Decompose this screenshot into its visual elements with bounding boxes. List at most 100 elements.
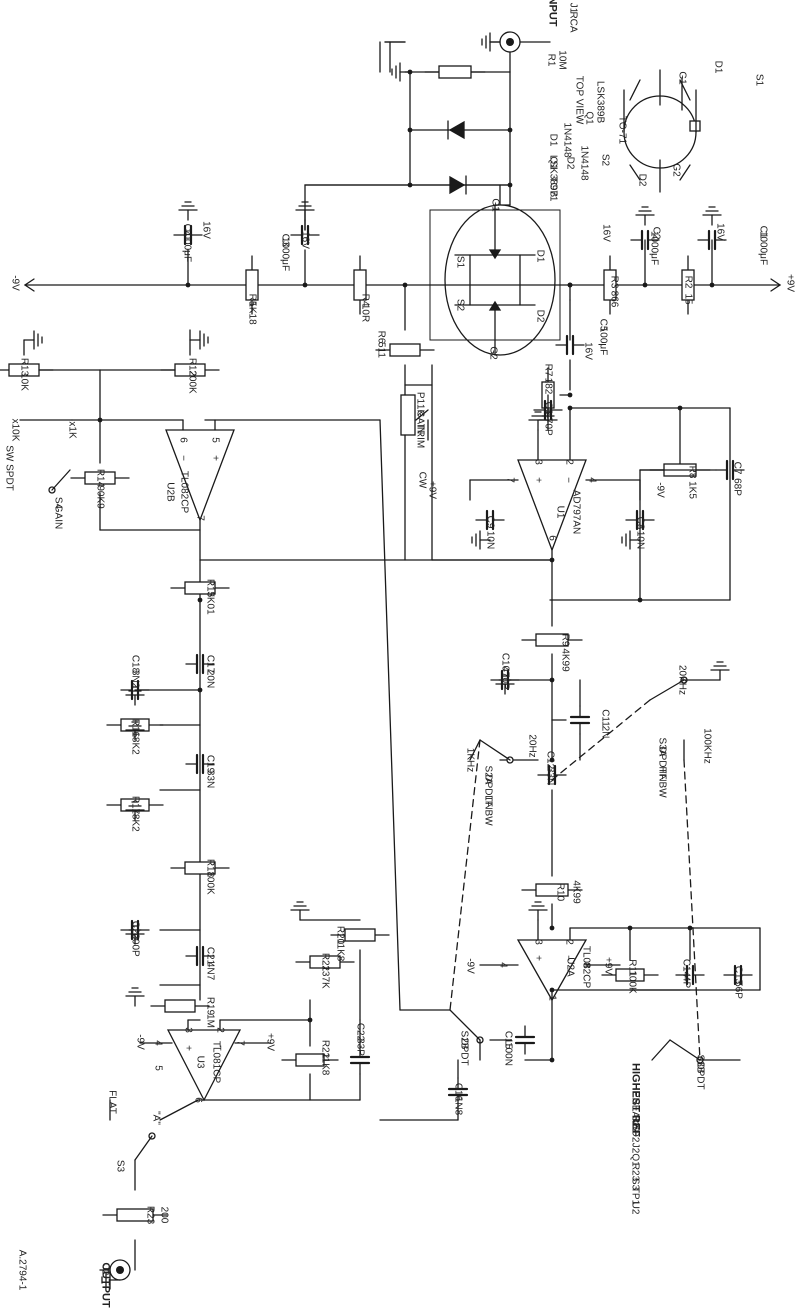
q1-pinout-pkg: TO-71 bbox=[616, 115, 628, 145]
c20-value: 200P bbox=[129, 933, 141, 957]
u1-neg9v: -9V bbox=[654, 482, 666, 498]
s3a-100khz: 100KHz bbox=[701, 728, 713, 764]
wire bbox=[629, 164, 641, 181]
r23-resistor bbox=[116, 1208, 154, 1222]
r19-value: 1M bbox=[204, 1014, 216, 1028]
c2-voltage: 16V bbox=[600, 224, 612, 242]
u2b-plus: + bbox=[209, 455, 221, 461]
r9-name: R9 bbox=[559, 633, 571, 647]
u1-name: U1 bbox=[554, 505, 566, 519]
pin-d2: D2 bbox=[636, 173, 648, 187]
u3-name: U3 bbox=[194, 1055, 206, 1069]
s3b-switch bbox=[669, 1039, 701, 1061]
r9-value: 4K99 bbox=[559, 648, 571, 672]
r3-name: R3 bbox=[608, 275, 620, 289]
r12-value: 200K bbox=[186, 370, 198, 394]
r2-resistor bbox=[681, 269, 695, 301]
r7-name: R7 bbox=[542, 363, 554, 377]
u3-pin3: 3 bbox=[182, 1027, 194, 1033]
u2b-input-wire bbox=[379, 419, 401, 1011]
pin-g2: G2 bbox=[670, 163, 682, 177]
r6-resistor bbox=[389, 343, 421, 357]
pos-9v-top: +9V bbox=[784, 273, 796, 293]
r4-resistor bbox=[353, 269, 367, 301]
s4-gain: GAIN bbox=[52, 504, 64, 530]
u3-pin5: 5 bbox=[152, 1065, 164, 1071]
a-label: "A" bbox=[150, 1111, 162, 1125]
u1-pin4: 4 bbox=[586, 477, 598, 483]
c5-voltage: 16V bbox=[582, 342, 594, 360]
c14-value: 4P bbox=[680, 975, 692, 989]
d2-name: D2 bbox=[564, 156, 576, 170]
q1-frame bbox=[429, 209, 561, 341]
u2a-pos9v: +9V bbox=[602, 956, 614, 976]
d1-name: D1 bbox=[547, 133, 559, 147]
junction-dot bbox=[549, 925, 555, 931]
r14-resistor bbox=[84, 471, 116, 485]
p1-trim: TRIM bbox=[414, 423, 426, 449]
r4-value: 10R bbox=[359, 303, 371, 323]
c19-value: 33N bbox=[204, 769, 216, 789]
c12-value: 33N bbox=[544, 766, 556, 786]
p1-name: P1 bbox=[414, 391, 426, 405]
c8-name: C8 bbox=[634, 516, 646, 530]
c14-name: C14 bbox=[680, 958, 692, 978]
s2a-nbw: NBW bbox=[482, 802, 494, 826]
u1-pin2: 2 bbox=[563, 459, 575, 465]
r3-resistor bbox=[603, 269, 617, 301]
r14-value: 90K9 bbox=[94, 485, 106, 509]
q1-source1: S1 bbox=[454, 255, 466, 269]
c17-value: 20N bbox=[204, 669, 216, 689]
u2b-pin5: 5 bbox=[209, 437, 221, 443]
r11-resistor bbox=[615, 968, 645, 982]
s2a-switch bbox=[479, 739, 511, 761]
r8-name: R8 bbox=[686, 465, 698, 479]
u1-pin7: 7 bbox=[504, 477, 516, 483]
u2a-pin3: 3 bbox=[532, 939, 544, 945]
r22-resistor bbox=[295, 1053, 325, 1067]
r15-value: 3K01 bbox=[204, 591, 216, 615]
s3b-type: DPDT bbox=[694, 1062, 706, 1090]
r1-name: R1 bbox=[545, 53, 557, 67]
q1-drain1: D1 bbox=[534, 249, 546, 263]
j2-center bbox=[116, 1266, 124, 1274]
u2b-value: TL082CP bbox=[178, 470, 190, 514]
r22-value: 11K8 bbox=[319, 1052, 331, 1076]
x10k-label: x10K bbox=[9, 418, 21, 442]
u2b-minus: − bbox=[177, 455, 189, 461]
r6-value: 511 bbox=[375, 342, 387, 358]
s2b-switch bbox=[449, 1009, 481, 1041]
junction-dot bbox=[407, 127, 413, 133]
r2-value: 15 bbox=[682, 293, 694, 305]
d1-value: 1N4148 bbox=[561, 122, 573, 158]
wire bbox=[551, 699, 651, 781]
s2b-type: DPDT bbox=[458, 1038, 470, 1066]
input-label: INPUT bbox=[546, 0, 559, 27]
c2-value: 1000μF bbox=[648, 230, 660, 266]
r18-resistor bbox=[184, 861, 216, 875]
neg9v-arrow bbox=[23, 278, 35, 292]
q1-tab bbox=[689, 120, 701, 132]
r13-value: 10K bbox=[18, 373, 30, 391]
r10-value: 4K99 bbox=[570, 880, 582, 904]
u2a-pin4: 4 bbox=[497, 962, 509, 968]
u2a-plus: + bbox=[532, 955, 544, 961]
c1-voltage: 16V bbox=[714, 223, 726, 241]
pin-s2: S2 bbox=[599, 153, 611, 167]
r18-value: 100K bbox=[204, 871, 216, 895]
c4-voltage: 16V bbox=[200, 221, 212, 239]
s3a-nbw: NBW bbox=[656, 774, 668, 798]
j1-center bbox=[506, 38, 514, 46]
u1-value: AD797AN bbox=[570, 489, 582, 535]
u1-pin6: 6 bbox=[546, 535, 558, 541]
u1-opamp bbox=[517, 459, 587, 552]
ref-u2: U2 bbox=[629, 1201, 641, 1215]
c11-value: 2N bbox=[599, 725, 611, 739]
pos9v-arrow bbox=[770, 278, 782, 292]
c16-value: 1N8 bbox=[452, 1096, 464, 1116]
wire bbox=[651, 1039, 671, 1061]
c9-name: C9 bbox=[484, 515, 496, 529]
